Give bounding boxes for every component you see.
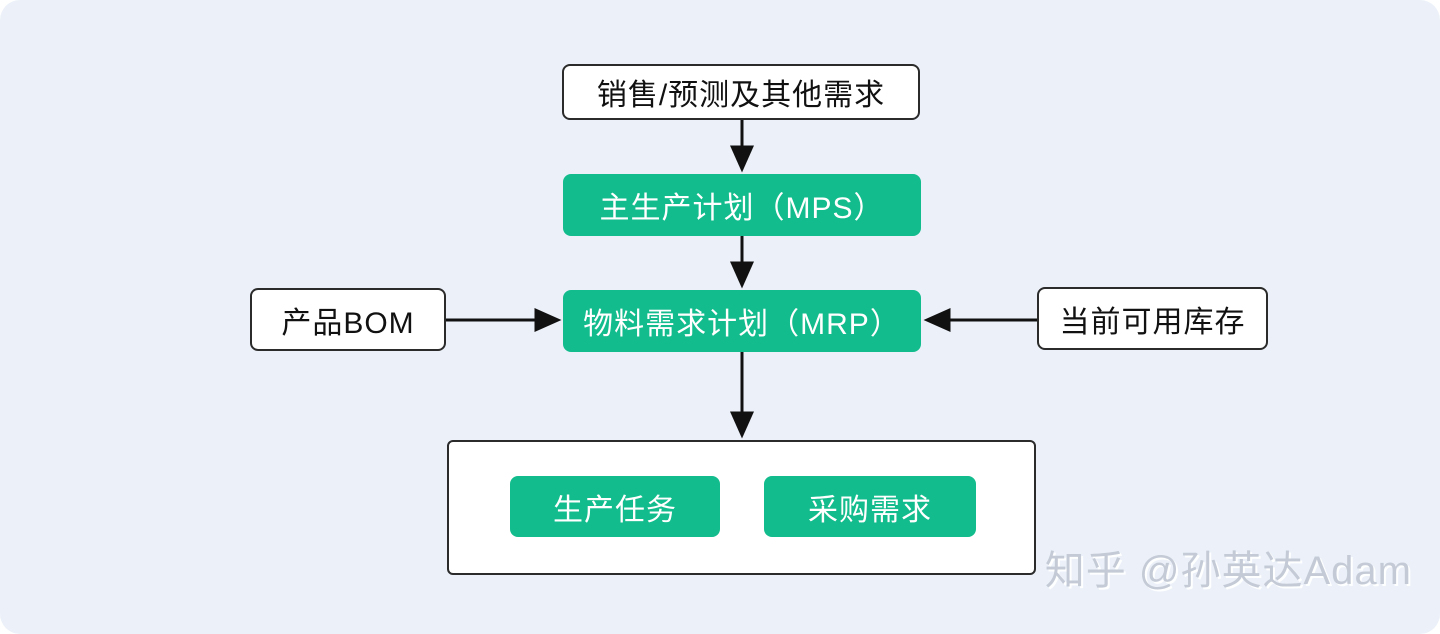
node-product-bom: 产品BOM [250, 288, 446, 351]
node-master-production-schedule-label: 主生产计划（MPS） [599, 192, 885, 225]
node-production-tasks-label: 生产任务 [553, 493, 677, 527]
node-current-available-inventory-label: 当前可用库存 [1059, 305, 1246, 339]
node-purchase-requirements-label: 采购需求 [808, 493, 932, 527]
zhihu-watermark: 知乎 @孙英达Adam [1044, 549, 1412, 593]
node-material-requirements-planning: 物料需求计划（MRP） [563, 290, 921, 352]
node-material-requirements-planning-label: 物料需求计划（MRP） [583, 308, 901, 341]
node-current-available-inventory: 当前可用库存 [1037, 287, 1268, 350]
node-sales-forecast-demand-label: 销售/预测及其他需求 [596, 79, 886, 112]
node-production-tasks: 生产任务 [510, 476, 720, 537]
node-sales-forecast-demand: 销售/预测及其他需求 [562, 64, 920, 120]
node-product-bom-label: 产品BOM [281, 306, 415, 340]
node-master-production-schedule: 主生产计划（MPS） [563, 174, 921, 236]
node-purchase-requirements: 采购需求 [764, 476, 976, 537]
